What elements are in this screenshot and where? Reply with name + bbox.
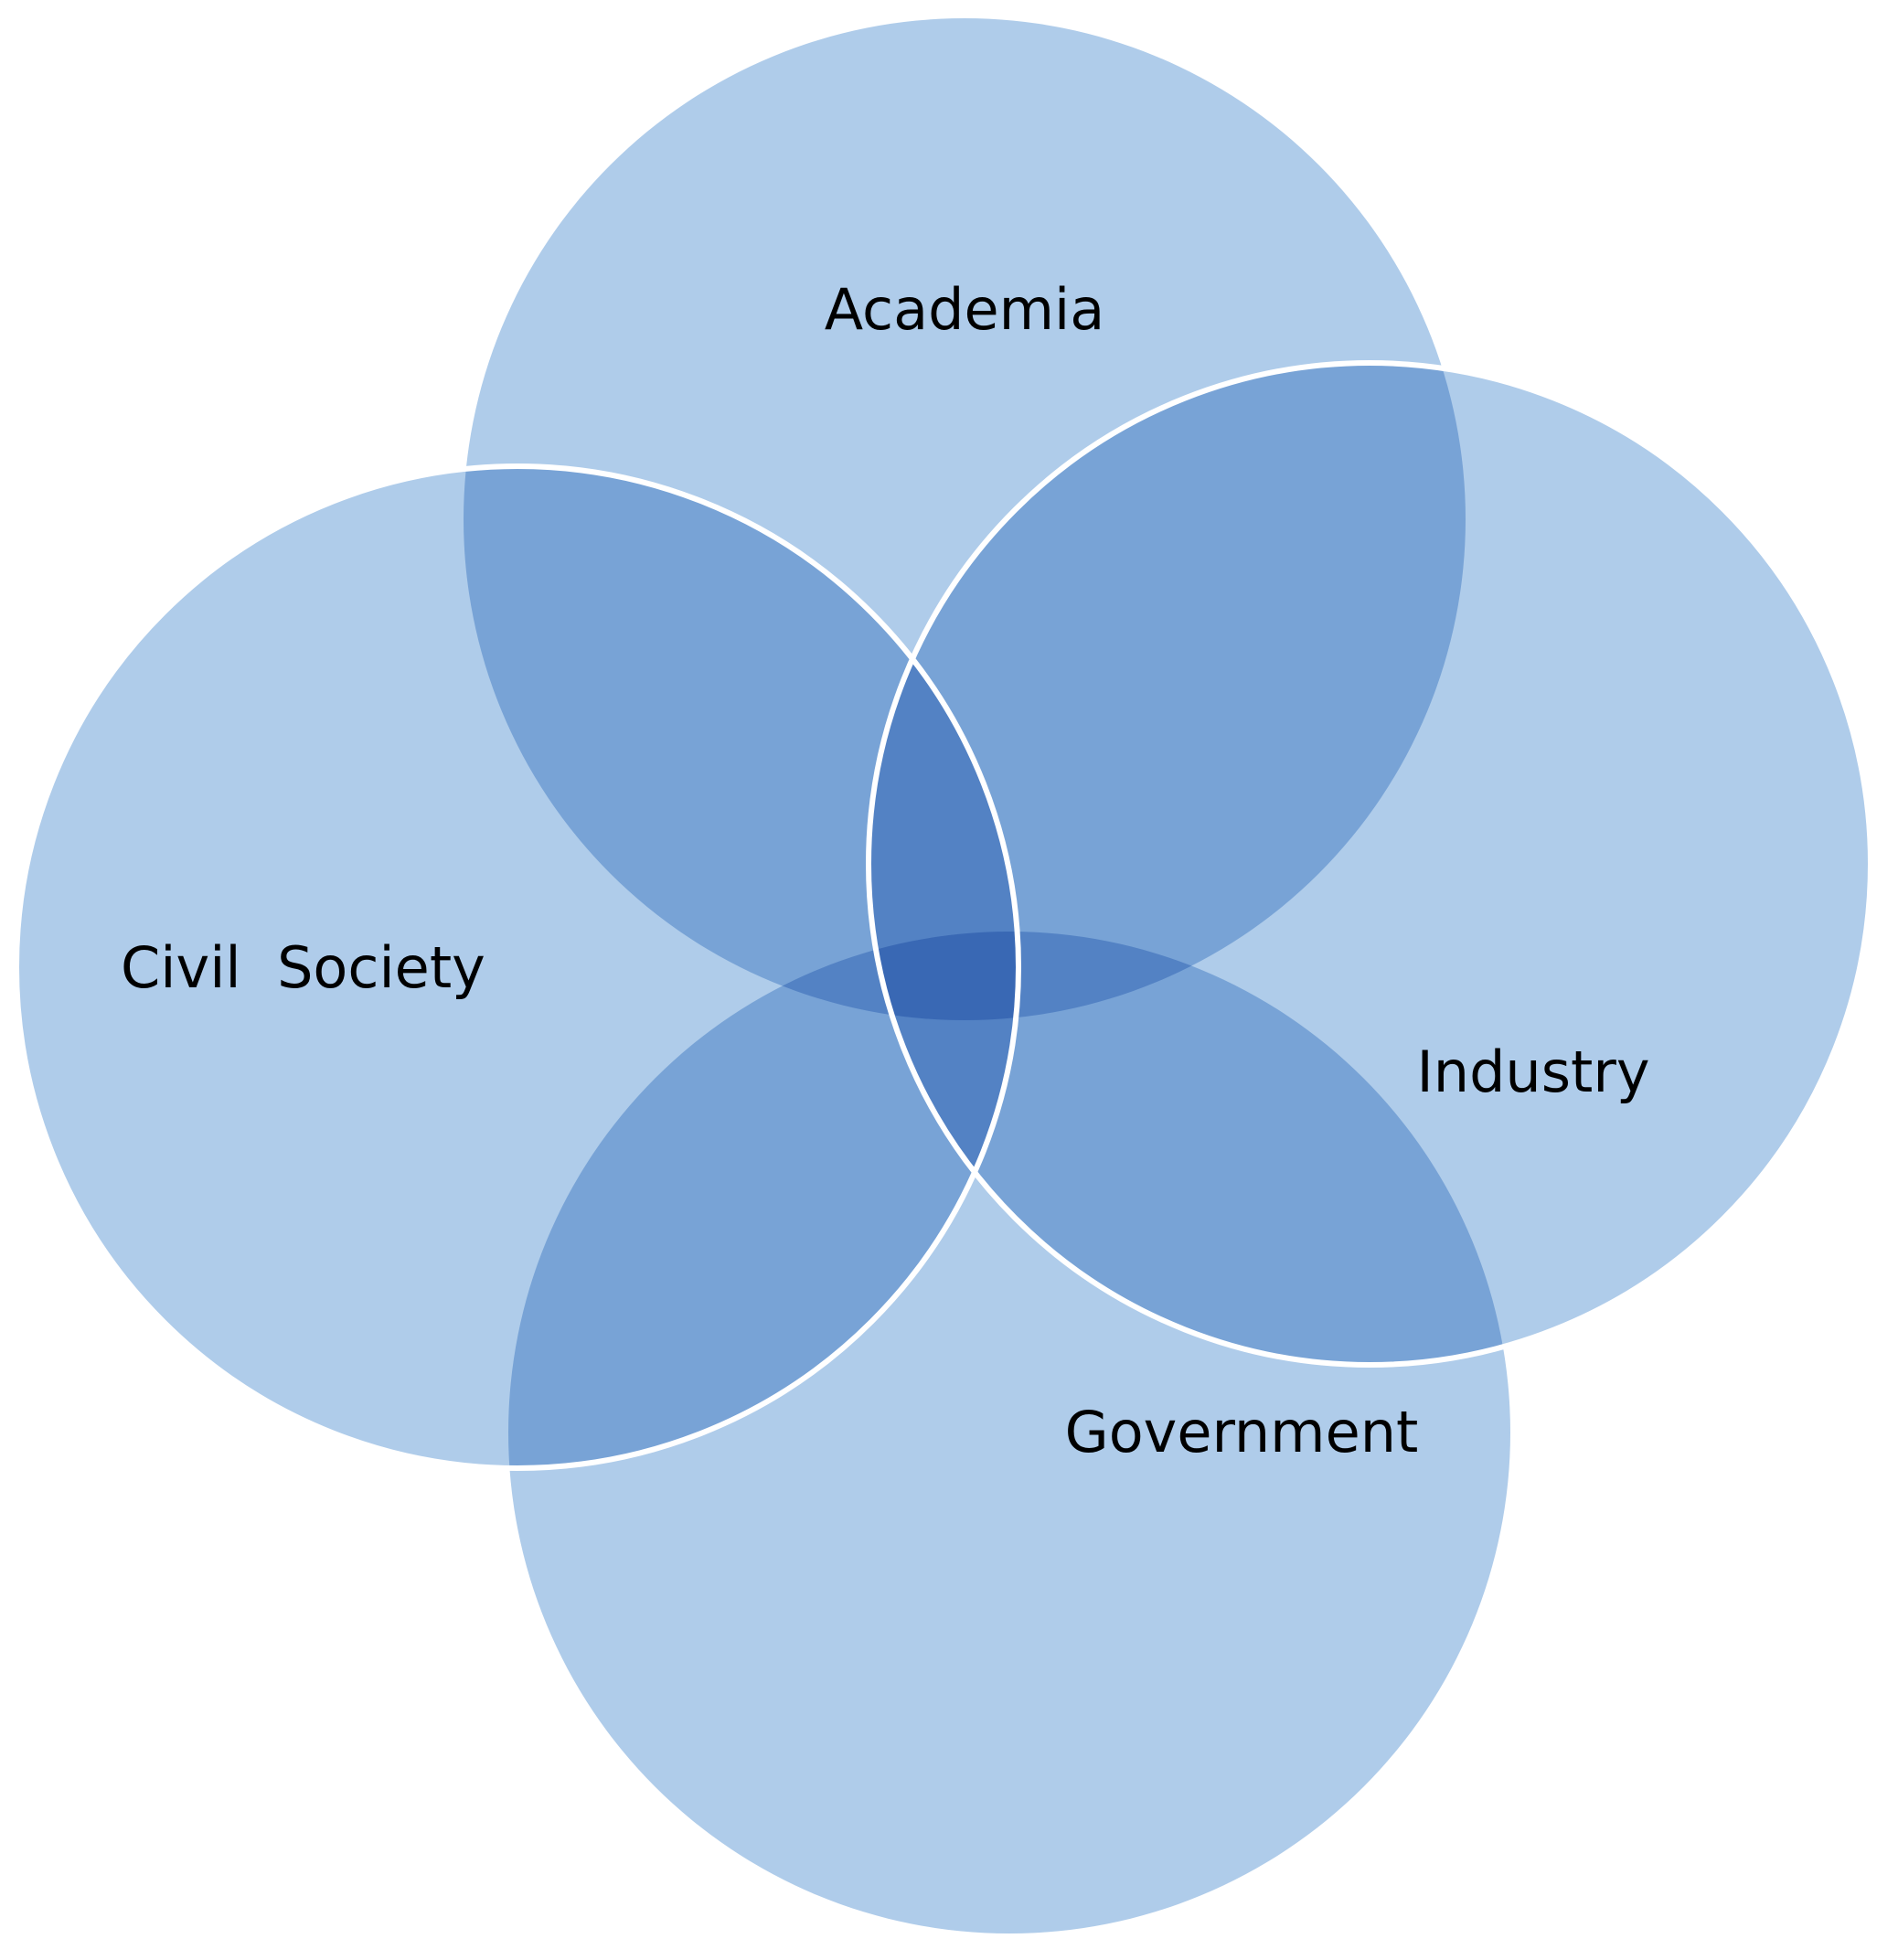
government-label: Government xyxy=(1065,1399,1419,1465)
industry-label: Industry xyxy=(1416,1039,1649,1105)
industry-outline xyxy=(866,360,1873,1368)
civil-society-label: Civil Society xyxy=(121,934,485,1001)
circle-fills xyxy=(16,18,1871,1933)
civil-society-outline xyxy=(14,463,1021,1471)
academia-label: Academia xyxy=(825,276,1105,343)
circle-labels: Academia Civil Society Industry Governme… xyxy=(121,276,1650,1465)
circle-outlines xyxy=(14,360,1873,1471)
government-circle xyxy=(508,932,1510,1933)
